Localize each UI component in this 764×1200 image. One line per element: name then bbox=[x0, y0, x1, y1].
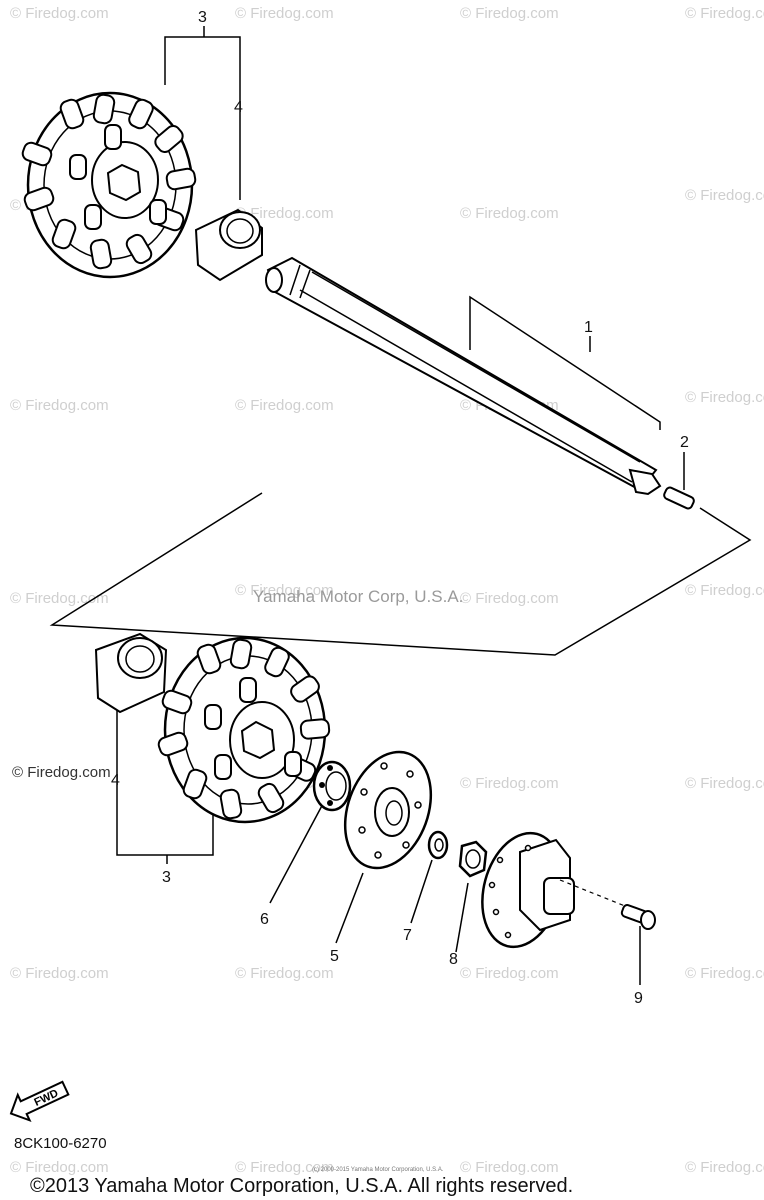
fine-print: (c) 2000-2015 Yamaha Motor Corporation, … bbox=[312, 1167, 444, 1173]
fwd-arrow-icon: FWD bbox=[9, 1080, 70, 1123]
watermark: © Firedog.com bbox=[10, 1159, 109, 1176]
catalog-code: 8CK100-6270 bbox=[14, 1135, 107, 1152]
callout-8: 8 bbox=[449, 951, 458, 968]
watermark: © Firedog.com bbox=[10, 397, 109, 414]
watermark: © Firedog.com bbox=[685, 965, 764, 982]
watermark: © Firedog.com bbox=[460, 590, 559, 607]
watermark: © Firedog.com bbox=[685, 775, 764, 792]
copyright-notice: ©2013 Yamaha Motor Corporation, U.S.A. A… bbox=[30, 1175, 573, 1197]
callout-6: 6 bbox=[260, 911, 269, 928]
watermark-grid: © Firedog.com © Firedog.com © Firedog.co… bbox=[10, 5, 764, 1176]
callout-5: 5 bbox=[330, 948, 339, 965]
watermark: © Firedog.com bbox=[10, 5, 109, 22]
lower-drive-sprocket bbox=[157, 636, 331, 824]
callout-1: 1 bbox=[584, 319, 593, 336]
upper-drive-sprocket bbox=[21, 91, 197, 279]
center-watermark: Yamaha Motor Corp, U.S.A. bbox=[253, 587, 463, 606]
watermark: © Firedog.com bbox=[685, 187, 764, 204]
shaft-end-bolt bbox=[663, 486, 695, 510]
watermark: © Firedog.com bbox=[235, 5, 334, 22]
upper-collar-ring bbox=[194, 208, 263, 282]
callout-9: 9 bbox=[634, 990, 643, 1007]
callout-3-lower: 3 bbox=[162, 869, 171, 886]
callout-7: 7 bbox=[403, 927, 412, 944]
watermark: © Firedog.com bbox=[460, 775, 559, 792]
watermark: © Firedog.com bbox=[460, 1159, 559, 1176]
watermark: © Firedog.com bbox=[685, 582, 764, 599]
watermark: © Firedog.com bbox=[235, 582, 334, 599]
callout-4-lower: 4 bbox=[111, 772, 120, 789]
callout-leaders bbox=[116, 26, 685, 985]
watermark: © Firedog.com bbox=[10, 590, 109, 607]
drive-shaft bbox=[265, 256, 662, 496]
watermark: © Firedog.com bbox=[685, 389, 764, 406]
hub-bolt bbox=[620, 904, 656, 930]
callout-4-upper: 4 bbox=[234, 99, 243, 116]
callout-3-upper: 3 bbox=[198, 9, 207, 26]
watermark: © Firedog.com bbox=[235, 397, 334, 414]
washer bbox=[427, 830, 449, 860]
hex-nut bbox=[458, 840, 488, 878]
ball-bearing bbox=[312, 760, 352, 812]
watermark: © Firedog.com bbox=[685, 1159, 764, 1176]
watermark: © Firedog.com bbox=[460, 965, 559, 982]
callout-2: 2 bbox=[680, 434, 689, 451]
watermark: © Firedog.com bbox=[10, 965, 109, 982]
flange-plate bbox=[343, 750, 433, 870]
watermark: © Firedog.com bbox=[235, 1159, 334, 1176]
watermark: © Firedog.com bbox=[685, 5, 764, 22]
watermark: © Firedog.com bbox=[235, 205, 334, 222]
watermark: © Firedog.com bbox=[460, 205, 559, 222]
axle-hub bbox=[481, 831, 631, 949]
assembly-outline bbox=[49, 492, 752, 656]
lower-collar-ring bbox=[94, 632, 168, 714]
watermark: © Firedog.com bbox=[460, 5, 559, 22]
watermark-dark: © Firedog.com bbox=[12, 764, 111, 781]
watermark: © Firedog.com bbox=[235, 965, 334, 982]
